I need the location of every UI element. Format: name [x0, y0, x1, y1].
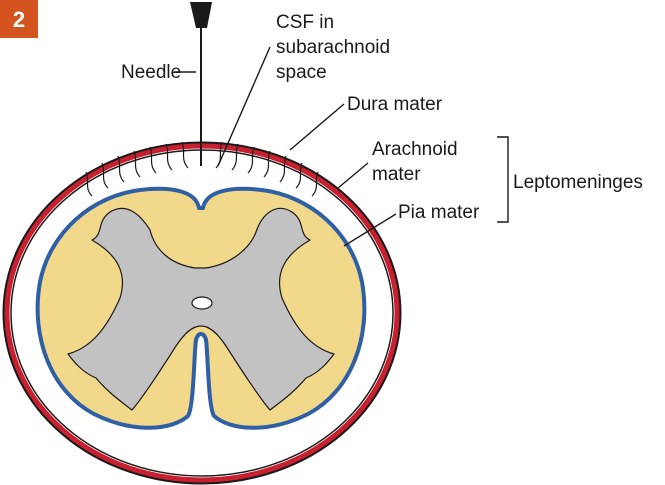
arachnoid-mater-leader-line: [337, 162, 369, 189]
arachnoid-trabeculae: [85, 141, 319, 197]
csf-label-line2: subarachnoid: [276, 37, 390, 58]
needle-icon: [190, 2, 212, 166]
arachnoid-mater-label-line1: Arachnoid: [372, 139, 458, 160]
figure-number: 2: [13, 7, 25, 32]
leptomeninges-bracket: [497, 136, 509, 223]
dura-mater-label: Dura mater: [347, 94, 443, 115]
csf-label-line1: CSF in: [276, 12, 334, 33]
pia-mater-label: Pia mater: [398, 202, 480, 223]
csf-label-line3: space: [276, 62, 327, 83]
central-canal: [191, 296, 213, 310]
dura-mater-leader-line: [289, 103, 345, 151]
figure-number-badge: [0, 0, 38, 38]
pia-mater-leader-line: [343, 213, 397, 247]
leptomeninges-label: Leptomeninges: [513, 172, 643, 193]
arachnoid-mater-label-line2: mater: [372, 164, 421, 185]
needle-label: Needle: [121, 62, 181, 83]
csf-leader-line: [217, 46, 271, 167]
